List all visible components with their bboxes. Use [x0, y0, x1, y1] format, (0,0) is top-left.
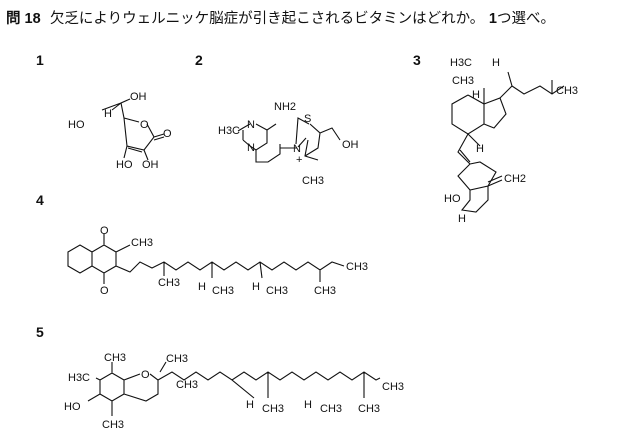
atom-label: CH3 — [556, 85, 578, 97]
atom-label: CH3 — [176, 379, 198, 391]
atom-label: H — [476, 143, 484, 155]
atom-label: NH2 — [274, 101, 296, 113]
atom-label: O — [140, 119, 149, 131]
atom-label: CH3 — [320, 403, 342, 415]
atom-label: H — [252, 281, 260, 293]
option-4-number[interactable]: 4 — [36, 192, 44, 208]
question-body: 欠乏によりウェルニッケ脳症が引き起こされるビタミンはどれか。 — [49, 11, 485, 27]
atom-label: CH3 — [382, 381, 404, 393]
atom-label: H3C — [218, 125, 240, 137]
atom-label: N — [247, 119, 255, 131]
structure-3-vitamin-d: H3C H CH3 H CH3 H CH2 HO H — [444, 57, 578, 225]
question-number: 問 18 — [6, 11, 41, 27]
atom-label: H — [458, 213, 466, 225]
atom-label: CH3 — [131, 237, 153, 249]
atom-label: H — [104, 108, 112, 120]
atom-label: CH3 — [102, 419, 124, 431]
atom-label: H3C — [68, 372, 90, 384]
atom-label: OH — [130, 91, 147, 103]
atom-label: CH2 — [504, 173, 526, 185]
atom-label: CH3 — [166, 353, 188, 365]
atom-label: S — [304, 113, 311, 125]
atom-label: CH3 — [346, 261, 368, 273]
atom-label: H — [472, 89, 480, 101]
atom-label: CH3 — [104, 352, 126, 364]
atom-label: O — [100, 285, 109, 297]
atom-label: H3C — [450, 57, 472, 69]
atom-label: H — [304, 399, 312, 411]
atom-label: H — [492, 57, 500, 69]
atom-label: N — [247, 142, 255, 154]
atom-label: CH3 — [314, 285, 336, 297]
atom-label: N — [293, 143, 301, 155]
atom-label: HO — [116, 159, 133, 171]
atom-label: HO — [64, 401, 81, 413]
atom-label: O — [100, 225, 109, 237]
atom-label: H — [246, 399, 254, 411]
answer-count: 1 — [488, 11, 497, 27]
structure-2-thiamine: H3C N N NH2 N + S OH CH3 — [218, 101, 359, 187]
atom-label: CH3 — [212, 285, 234, 297]
atom-label: CH3 — [358, 403, 380, 415]
atom-label: O — [163, 128, 172, 140]
atom-label: CH3 — [158, 277, 180, 289]
structure-4-vitamin-k: O CH3 O CH3 H CH3 H CH3 CH3 CH3 — [67, 225, 368, 297]
option-5-number[interactable]: 5 — [36, 324, 44, 340]
atom-label: OH — [342, 139, 359, 151]
atom-label: + — [296, 154, 302, 166]
atom-label: CH3 — [262, 403, 284, 415]
question-instruction: つ選べ。 — [497, 11, 555, 27]
atom-label: CH3 — [302, 175, 324, 187]
atom-label: CH3 — [452, 75, 474, 87]
atom-label: O — [141, 369, 150, 381]
option-2-number[interactable]: 2 — [195, 52, 203, 68]
option-3-number[interactable]: 3 — [413, 52, 421, 68]
question-text: 問 18 欠乏によりウェルニッケ脳症が引き起こされるビタミンはどれか。 1つ選べ… — [6, 7, 555, 28]
atom-label: OH — [142, 159, 159, 171]
option-1-number[interactable]: 1 — [36, 52, 44, 68]
atom-label: CH3 — [266, 285, 288, 297]
structure-1-ascorbic-acid: OH H HO O O HO OH — [68, 91, 172, 171]
atom-label: H — [198, 281, 206, 293]
structure-5-tocopherol: CH3 CH3 H3C O HO CH3 CH3 H CH3 H CH3 CH3… — [64, 352, 404, 431]
atom-label: HO — [68, 119, 85, 131]
atom-label: HO — [444, 193, 461, 205]
